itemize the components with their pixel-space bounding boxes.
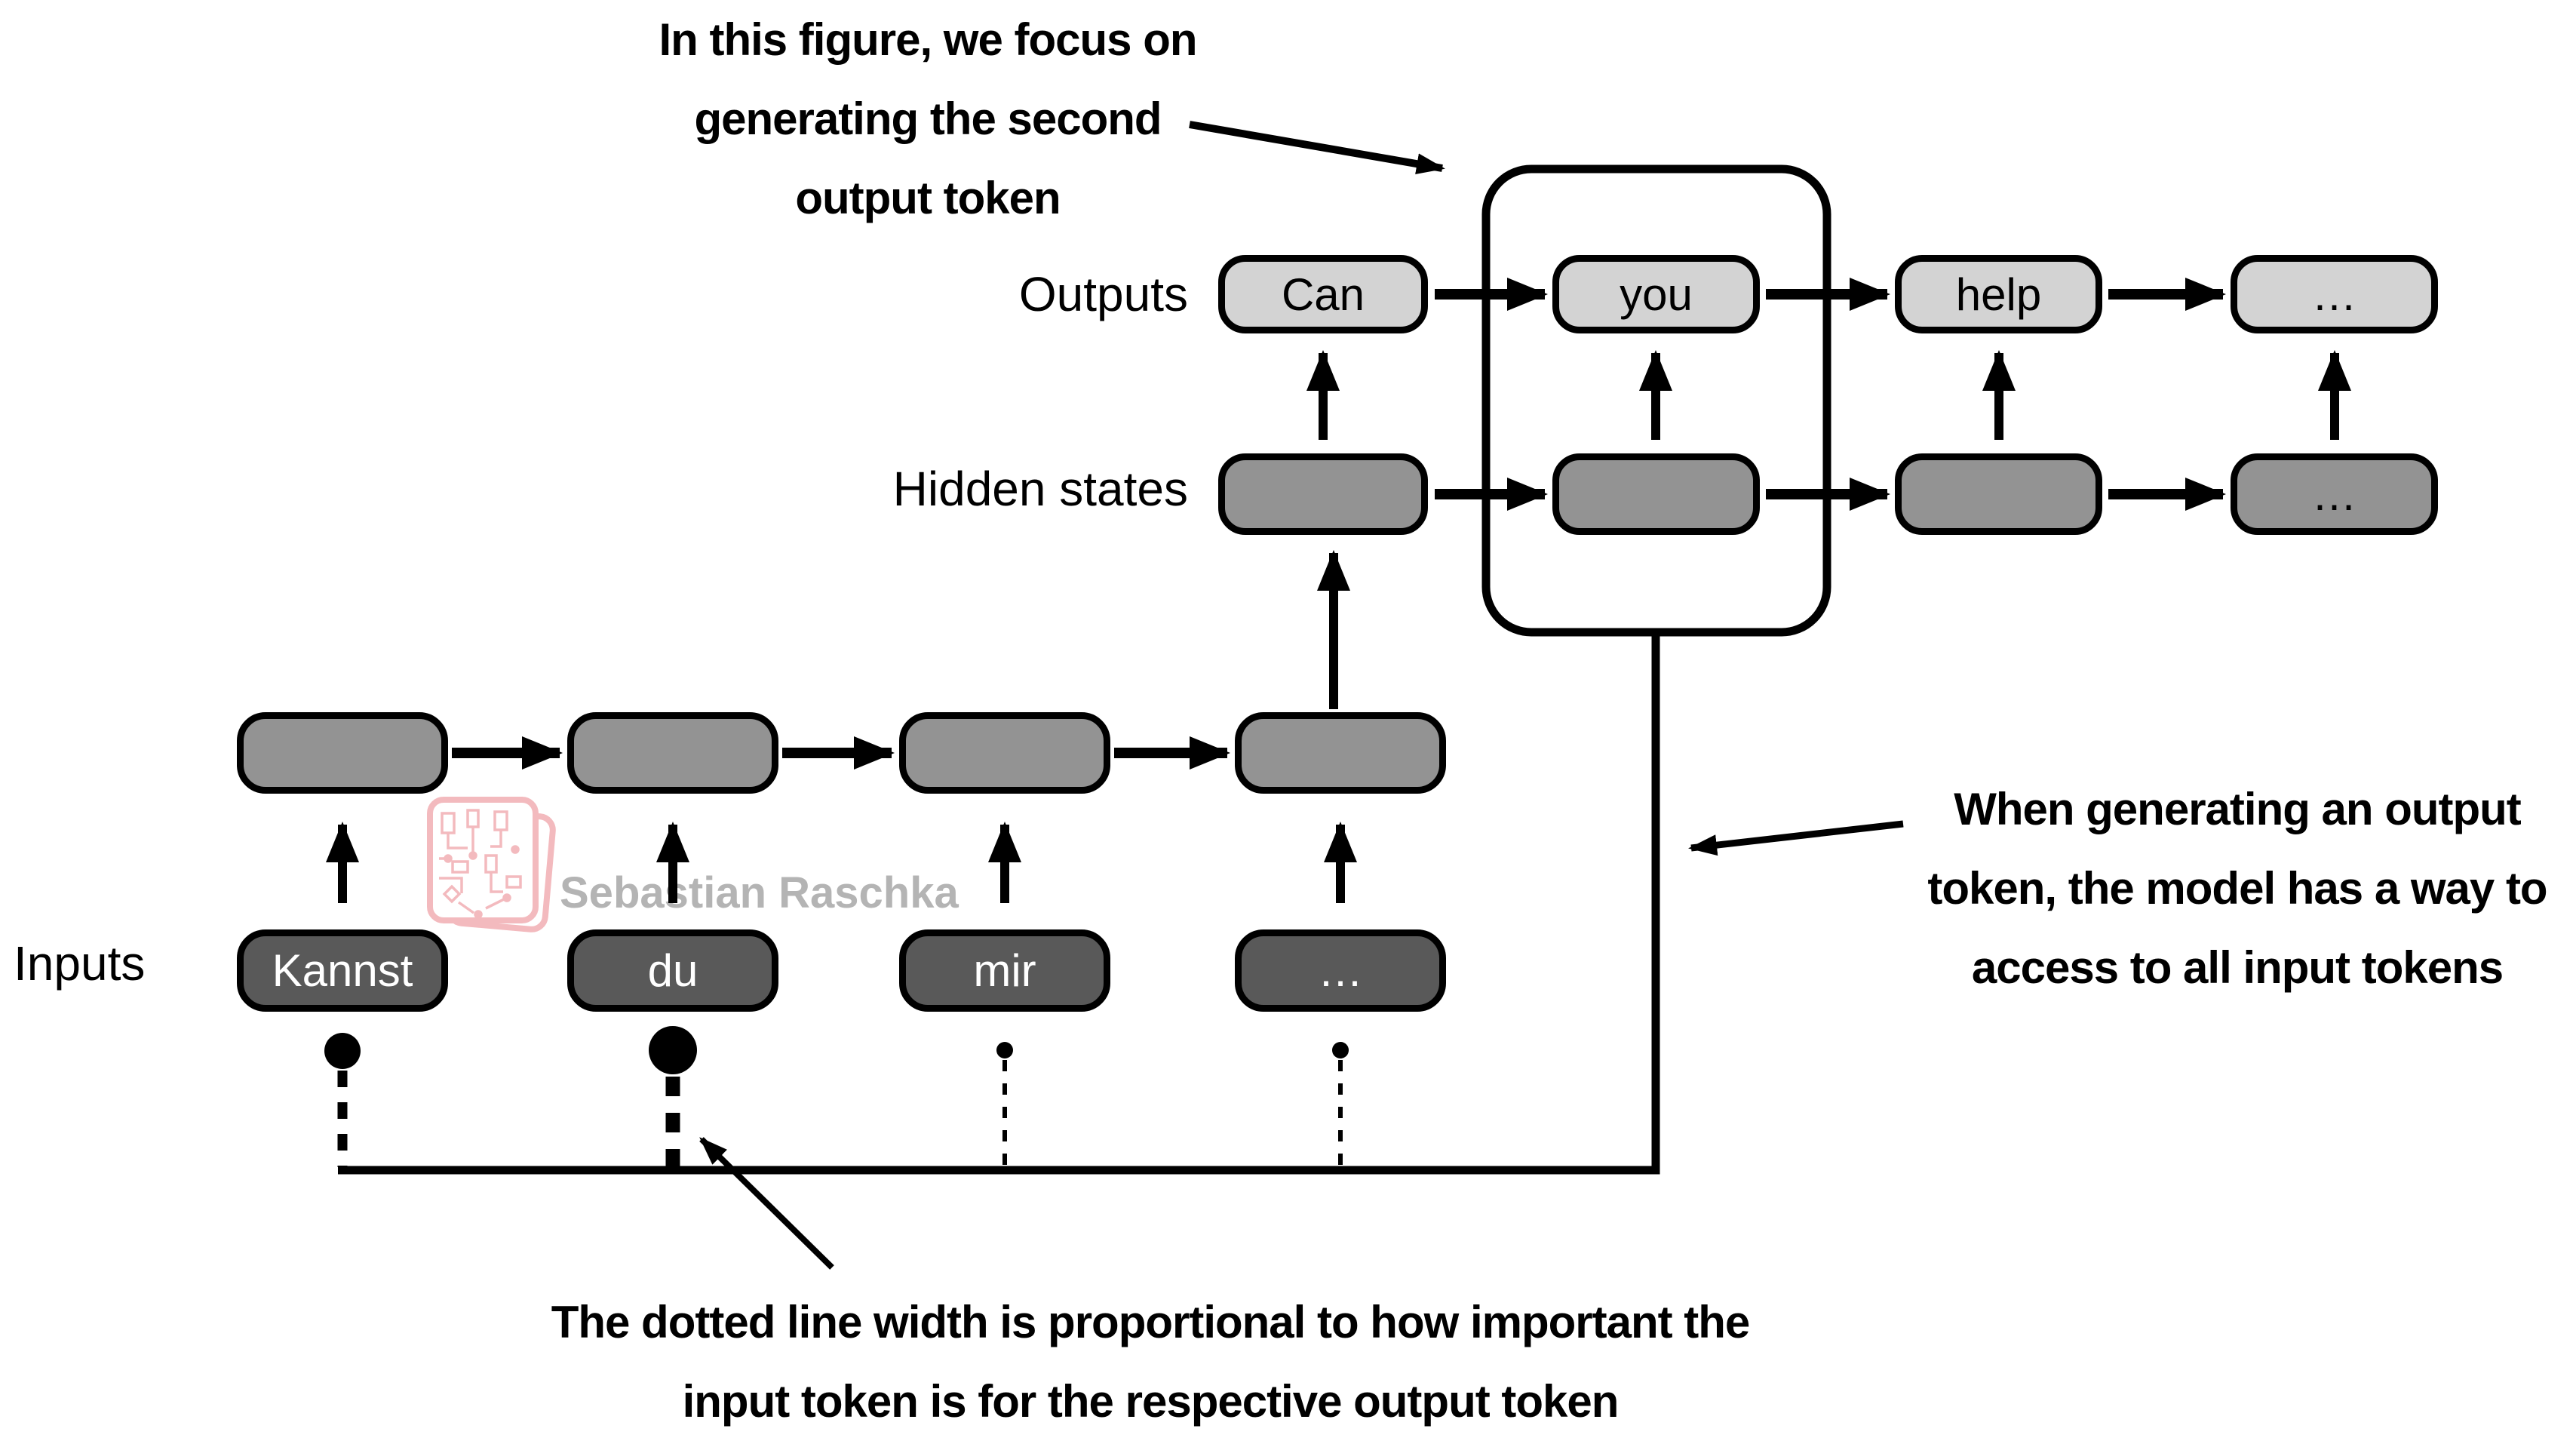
attention-dot-kannst (324, 1033, 361, 1069)
input-token-box-2: du (567, 929, 778, 1012)
attention-dot-mir (996, 1042, 1013, 1058)
attention-dot-du (649, 1026, 697, 1074)
decoder-hidden-box-1 (1218, 453, 1428, 535)
top-annotation: In this figure, we focus on generating t… (475, 0, 1380, 238)
focus-rectangle (1481, 164, 1831, 637)
bottom-annotation: The dotted line width is proportional to… (471, 1283, 1829, 1441)
decoder-hidden-box-4: … (2231, 453, 2438, 535)
right-annotation-line-2: token, the model has a way to (1927, 863, 2547, 914)
encoder-hidden-box-4 (1235, 712, 1446, 794)
right-annotation-line-3: access to all input tokens (1971, 942, 2504, 993)
logo-circuit-traces (439, 809, 522, 919)
output-token-box-2: you (1552, 255, 1760, 333)
encoder-hidden-box-1 (237, 712, 448, 794)
top-annotation-line-1: In this figure, we focus on (659, 14, 1197, 65)
inputs-row-label: Inputs (14, 936, 146, 991)
bottom-annotation-line-1: The dotted line width is proportional to… (551, 1297, 1751, 1347)
decoder-hidden-box-2 (1552, 453, 1760, 535)
hidden-states-row-label: Hidden states (892, 462, 1188, 516)
hidden-to-output-arrows (1306, 350, 2351, 440)
right-annotation: When generating an output token, the mod… (1747, 770, 2576, 1007)
top-annotation-line-2: generating the second (694, 94, 1162, 144)
logo-front-card (427, 797, 539, 923)
attention-dotted-lines (337, 1060, 1343, 1167)
output-token-box-3: help (1895, 255, 2102, 333)
attention-dot-ellipsis (1332, 1042, 1349, 1058)
input-token-box-4: … (1235, 929, 1446, 1012)
right-annotation-line-1: When generating an output (1954, 784, 2522, 834)
encoder-hidden-box-3 (899, 712, 1110, 794)
output-token-box-1: Can (1218, 255, 1428, 333)
decoder-hidden-box-3 (1895, 453, 2102, 535)
outputs-row-label: Outputs (1018, 267, 1188, 321)
bottom-annotation-arrow (699, 1137, 834, 1270)
watermark-text: Sebastian Raschka (560, 868, 959, 917)
input-token-box-3: mir (899, 929, 1110, 1012)
output-token-box-4: … (2231, 255, 2438, 333)
encoder-hidden-box-2 (567, 712, 778, 794)
logo-back-card (446, 807, 556, 932)
input-token-box-1: Kannst (237, 929, 448, 1012)
bottom-annotation-line-2: input token is for the respective output… (682, 1376, 1620, 1427)
top-annotation-line-3: output token (795, 173, 1061, 223)
attention-weight-dots (324, 1026, 1349, 1074)
